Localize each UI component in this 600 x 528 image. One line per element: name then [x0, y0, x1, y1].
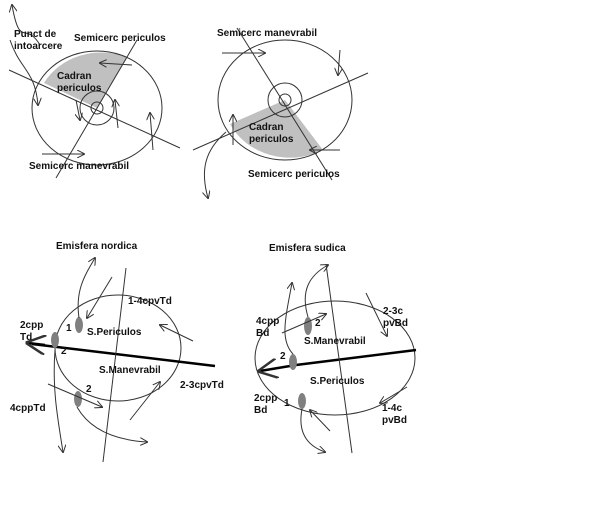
dangerous-quadrant-shade	[230, 100, 323, 158]
cyclone-diagram-1	[8, 5, 181, 179]
axis-line	[192, 72, 369, 151]
track-line	[31, 342, 216, 368]
course-label-2-3: 2-3c pvBd	[383, 306, 408, 329]
navigable-semicircle-label: Semicerc manevrabil	[29, 161, 130, 172]
dangerous-semicircle-label: S.Periculos	[87, 327, 142, 338]
eye-inner	[278, 93, 292, 107]
course-label-1-4: 1-4cpvTd	[128, 296, 172, 307]
position-number: 1	[284, 398, 290, 409]
ship-marker	[74, 391, 82, 407]
ship-marker	[298, 393, 306, 409]
course-label-2-3: 2-3cpvTd	[180, 380, 224, 391]
course-label-2cpp: 2cpp Td	[20, 320, 44, 343]
ship-marker	[304, 317, 312, 335]
dangerous-semicircle-label: Semicerc periculos	[248, 169, 340, 180]
dangerous-quadrant-label: Cadran periculos	[57, 71, 102, 94]
track-line	[295, 348, 417, 367]
eye-outer	[79, 90, 115, 126]
course-label-1-4: 1-4c pvBd	[382, 403, 407, 426]
position-number: 2	[315, 318, 321, 329]
ship-marker	[51, 332, 59, 348]
dangerous-semicircle-label: S.Periculos	[310, 376, 365, 387]
storm-circle	[217, 39, 353, 161]
ship-marker	[75, 317, 83, 333]
storm-circle	[254, 300, 416, 416]
course-label-2cpp: 2cpp Bd	[254, 393, 278, 416]
navigable-semicircle-label: S.Manevrabil	[99, 365, 161, 376]
turn-point-label: Punct de intoarcere	[14, 29, 63, 52]
eye-outer	[267, 82, 303, 118]
position-number: 2	[280, 351, 286, 362]
southern-title: Emisfera sudica	[269, 243, 346, 254]
dangerous-semicircle-label: Semicerc periculos	[74, 33, 166, 44]
course-label-4cpp: 4cpp Bd	[256, 316, 280, 339]
northern-title: Emisfera nordica	[56, 241, 138, 252]
track-path	[12, 5, 41, 46]
navigable-semicircle-label: S.Manevrabil	[304, 336, 366, 347]
eye-inner	[90, 101, 104, 115]
position-number: 2	[61, 346, 67, 357]
storm-circle	[31, 50, 163, 166]
position-number: 1	[66, 323, 72, 334]
navigable-semicircle-label: Semicerc manevrabil	[217, 28, 318, 39]
course-label-4cpp: 4cppTd	[10, 403, 46, 414]
northern-hemisphere-diagram	[28, 258, 216, 463]
ship-marker	[289, 354, 297, 370]
southern-hemisphere-diagram	[254, 263, 417, 453]
track-line	[55, 39, 138, 179]
position-number: 2	[86, 384, 92, 395]
dangerous-quadrant-label: Cadran periculos	[249, 122, 294, 145]
cyclone-diagram-2	[192, 27, 369, 198]
